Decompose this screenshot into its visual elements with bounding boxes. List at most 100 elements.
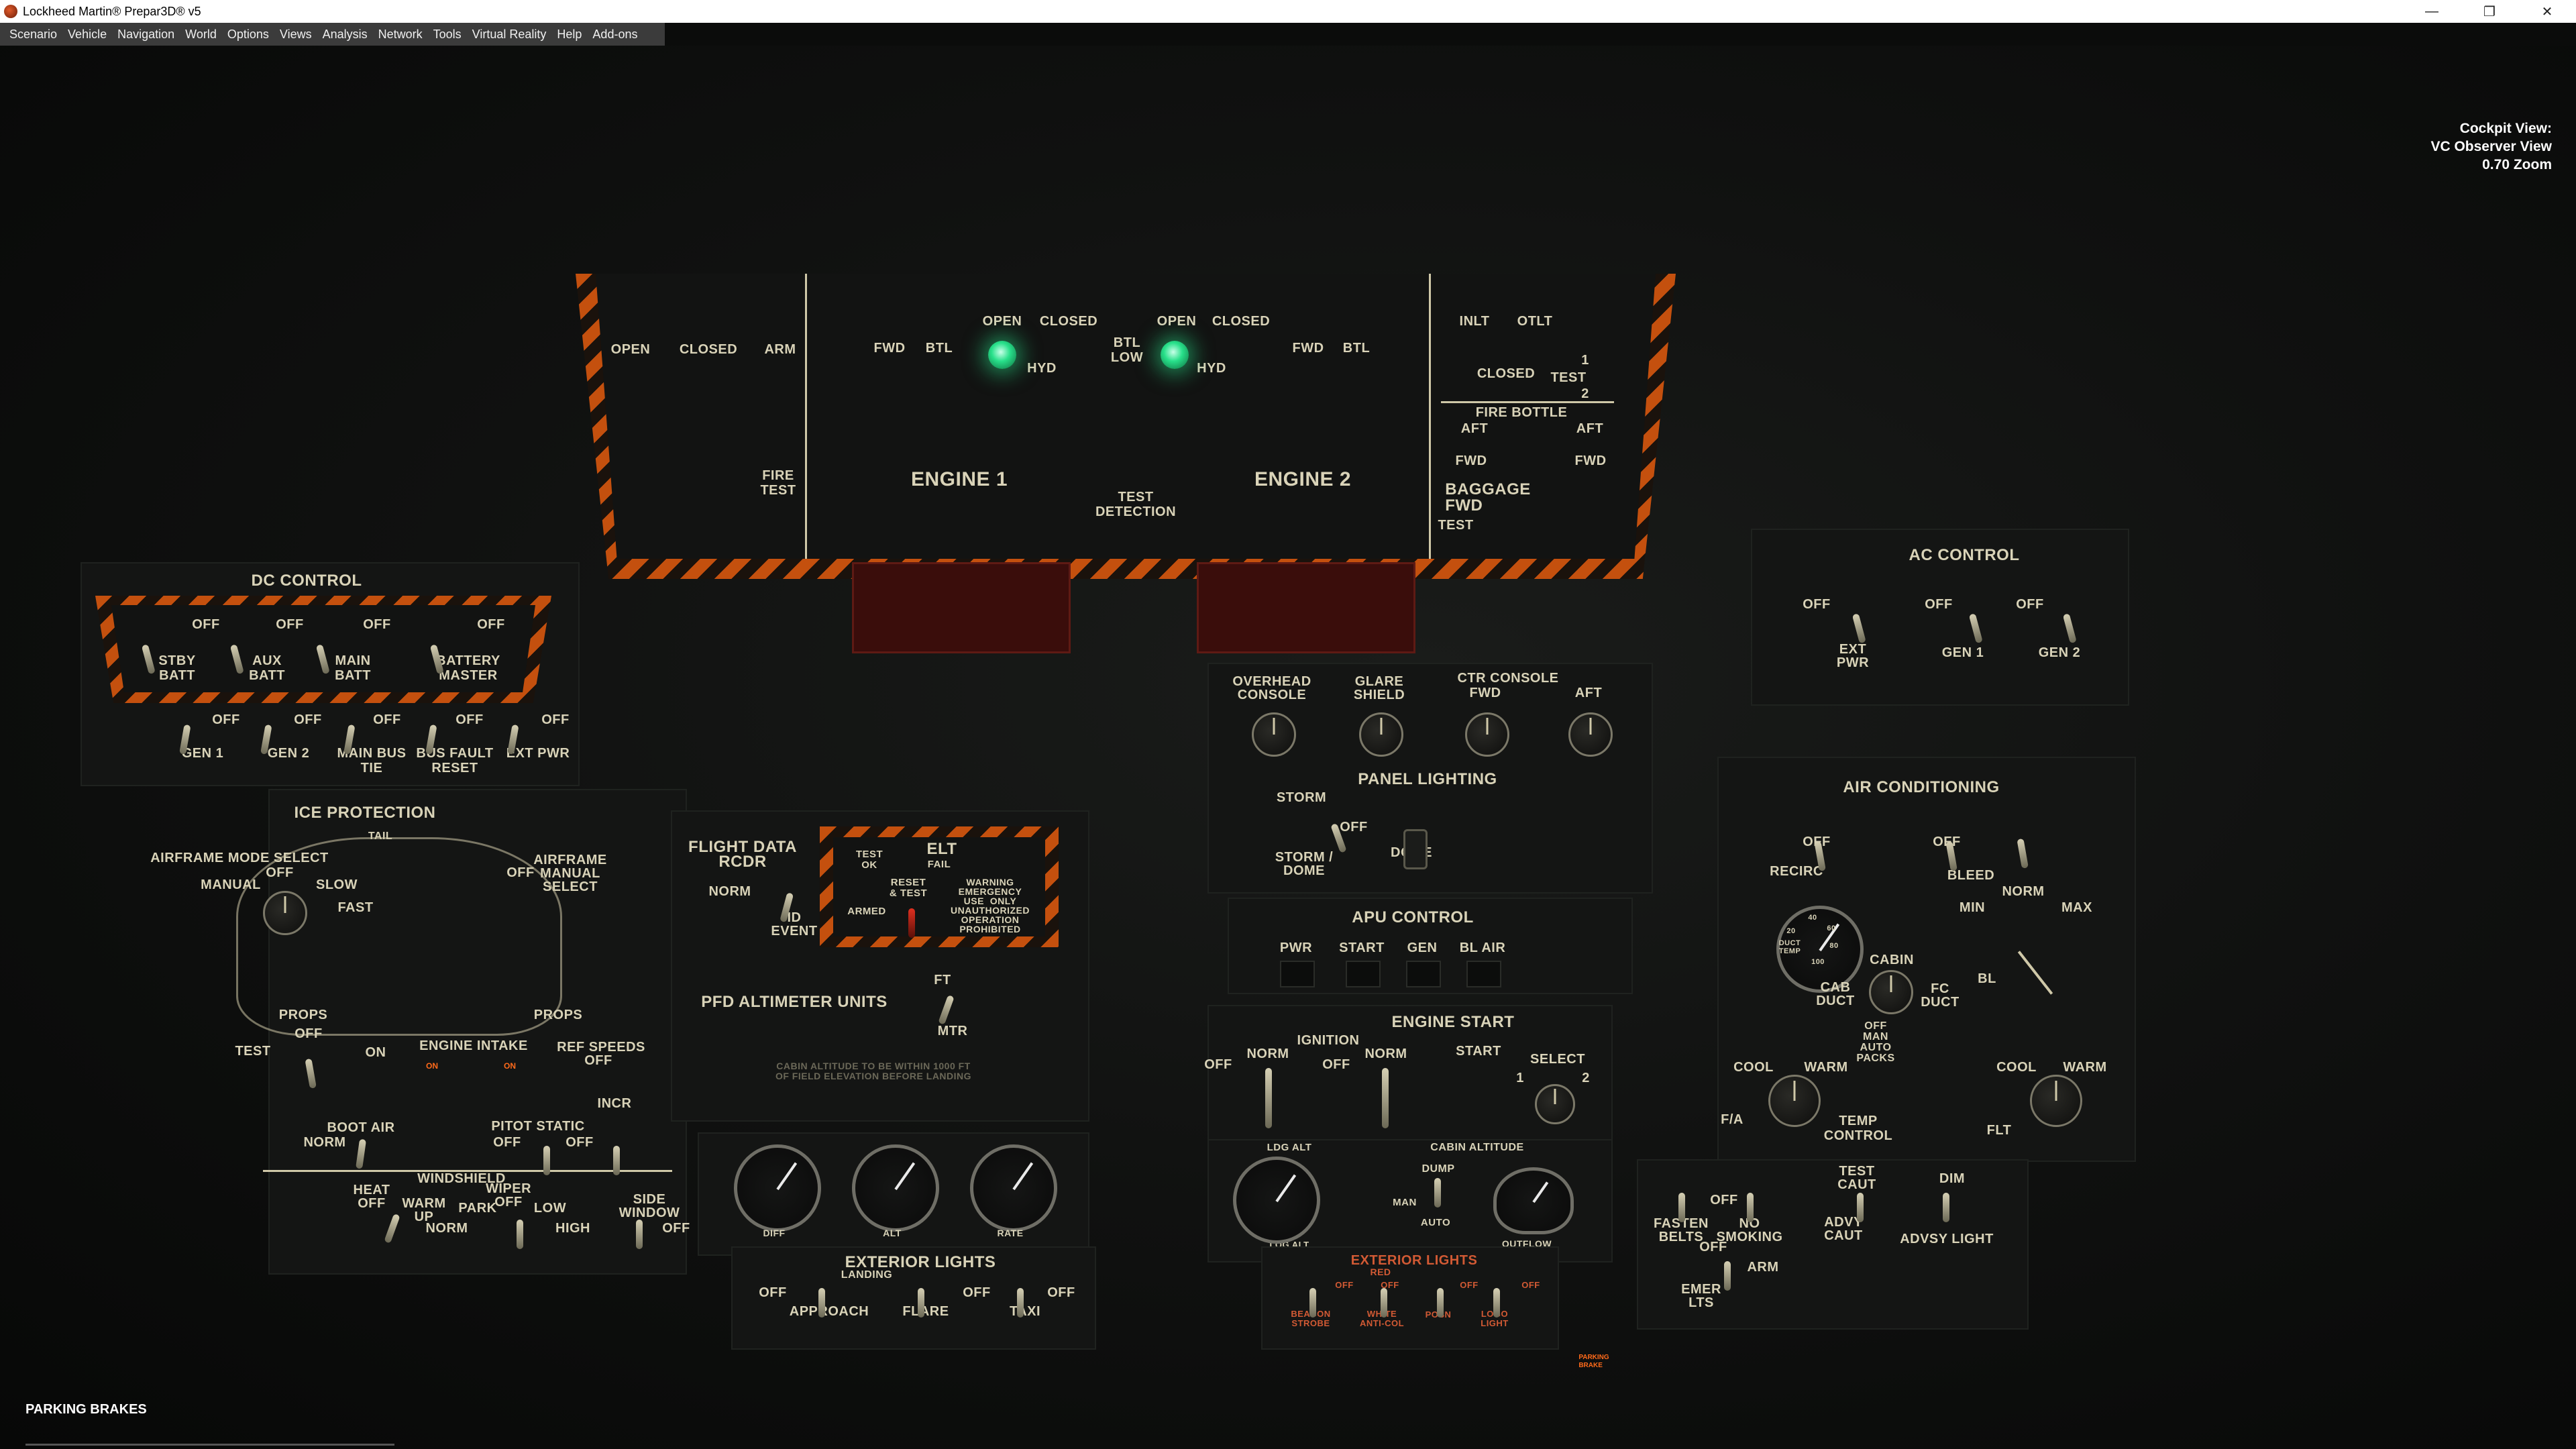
ignition-switch[interactable] [1265,1068,1272,1128]
dc-ext-pwr-label: EXT PWR [506,746,570,761]
menu-network[interactable]: Network [378,28,423,41]
menu-virtual-reality[interactable]: Virtual Reality [472,28,547,41]
status-message: PARKING BRAKES [25,1402,147,1417]
close-button[interactable]: ✕ [2541,4,2553,19]
air-conditioning-panel: AIR CONDITIONING RECIRC OFF OFF BLEED NO… [1717,757,2136,1162]
apu-pwr-button[interactable] [1280,961,1315,987]
signs-panel: TEST CAUT DIM OFF FASTEN BELTS NO SMOKIN… [1637,1159,2029,1330]
dim-switch[interactable] [1943,1193,1949,1222]
menu-vehicle[interactable]: Vehicle [68,28,107,41]
apu-start-button[interactable] [1346,961,1381,987]
dome-light-switch[interactable] [1403,829,1428,869]
engine1-fire-handle[interactable] [852,562,1071,653]
menu-world[interactable]: World [185,28,217,41]
glare-shield-label: GLARE SHIELD [1353,674,1405,702]
anticol-switch[interactable] [1381,1288,1387,1318]
engine-select-knob[interactable] [1535,1084,1575,1124]
glare-shield-dimmer[interactable] [1359,712,1403,757]
ac-control-panel: AC CONTROL OFF OFF OFF EXT PWR GEN 1 GEN… [1751,529,2129,706]
test-caut-switch[interactable] [1857,1193,1864,1222]
apu-bl-air-button[interactable] [1466,961,1501,987]
boot-air-switch[interactable] [356,1138,367,1169]
menu-scenario[interactable]: Scenario [9,28,58,41]
ldg-alt-gauge [1233,1157,1320,1244]
storm-dome-label: STORM / DOME [1275,850,1334,878]
ignition-off-label: OFF [1204,1057,1232,1072]
elt-fail-label: FAIL [927,859,951,870]
apu-start-label: START [1339,941,1385,955]
fire-closed2-label: CLOSED [1039,314,1098,329]
duct-temp-tick-60: 60 [1827,924,1836,932]
wiper-park-label: PARK [458,1201,497,1216]
pitot-left-off-label: OFF [493,1135,521,1150]
logo-light-switch[interactable] [1493,1288,1500,1318]
fire-btl-low-label: BTL LOW [1110,335,1144,365]
diff-label: DIFF [763,1228,786,1238]
ac-gen2-switch[interactable] [2062,613,2077,644]
flare-light-switch[interactable] [918,1288,924,1318]
wiper-knob[interactable] [517,1220,523,1249]
menu-add-ons[interactable]: Add-ons [592,28,638,41]
approach-light-switch[interactable] [818,1288,825,1318]
ctr-console-fwd-dimmer[interactable] [1465,712,1509,757]
apu-pwr-label: PWR [1279,941,1313,955]
pitot-left-switch[interactable] [543,1146,550,1175]
ac-ext-pwr-switch[interactable] [1851,613,1866,644]
elt-switch[interactable] [908,908,915,938]
menu-options[interactable]: Options [227,28,269,41]
menu-help[interactable]: Help [557,28,582,41]
cockpit-viewport[interactable]: OPEN CLOSED ARM FWD BTL OPEN CLOSED HYD … [0,46,2576,1449]
menu-views[interactable]: Views [279,28,312,41]
ctr-console-aft-dimmer[interactable] [1568,712,1613,757]
ac-gen1-switch[interactable] [1968,613,1983,644]
fa-temp-control-knob[interactable] [1768,1075,1821,1127]
apu-gen-button[interactable] [1406,961,1441,987]
minimize-button[interactable]: — [2425,3,2438,19]
emer-lts-label: EMER LTS [1681,1282,1721,1310]
posn-light-switch[interactable] [1437,1288,1444,1318]
fasten-belts-switch[interactable] [1678,1193,1685,1222]
overhead-console-label: OVERHEAD CONSOLE [1232,674,1311,702]
engine2-fire-handle[interactable] [1197,562,1415,653]
restore-button[interactable]: ❐ [2483,4,2496,19]
flt-temp-control-knob[interactable] [2030,1075,2082,1127]
pitot-right-switch[interactable] [613,1146,620,1175]
dc-main-off: OFF [363,617,391,632]
airframe-diagram [236,837,562,1036]
ac-max-label: MAX [2061,900,2092,915]
taxi-light-switch[interactable] [1017,1288,1024,1318]
pfd-altimeter-units-switch[interactable] [938,994,955,1025]
side-window-switch[interactable] [636,1220,643,1249]
fire-aft2-label: AFT [1576,421,1604,436]
bleed-select-switch[interactable] [2017,838,2029,869]
fire-btl-label: BTL [925,341,953,356]
fire-divider-right [1429,274,1431,559]
overhead-console-dimmer[interactable] [1252,712,1296,757]
menu-navigation[interactable]: Navigation [117,28,175,41]
engine-intake-label: ENGINE INTAKE [419,1038,528,1053]
cabin-dump-switch[interactable] [1434,1178,1441,1208]
engine-start-switch[interactable] [1382,1068,1389,1128]
no-smoking-switch[interactable] [1747,1193,1754,1222]
taxi-off-label: OFF [1047,1285,1075,1300]
menu-analysis[interactable]: Analysis [322,28,368,41]
panel-lighting-title: PANEL LIGHTING [1358,770,1497,788]
menu-tools[interactable]: Tools [433,28,462,41]
dc-fault-off: OFF [455,712,484,727]
logo-off-label: OFF [1521,1280,1540,1290]
windshield-heat-switch[interactable] [384,1213,400,1244]
warm-right-label: WARM [2063,1060,2107,1075]
engine-start-panel: ENGINE START IGNITION NORM NORM START SE… [1204,1005,1613,1155]
windshield-norm-label: NORM [425,1221,468,1236]
flare-label: FLARE [902,1304,949,1319]
fire-open-label: OPEN [610,342,651,357]
dc-aux-off: OFF [276,617,304,632]
beacon-strobe-switch[interactable] [1309,1288,1316,1318]
temp-select-knob[interactable] [1869,970,1913,1014]
emer-lights-switch[interactable] [1724,1261,1731,1291]
cool-left-label: COOL [1733,1060,1774,1075]
status-underline [25,1444,394,1446]
bleed-flow-knob[interactable] [2017,951,2053,995]
props-switch[interactable] [305,1058,317,1089]
ref-speeds-incr-label: INCR [597,1096,632,1111]
